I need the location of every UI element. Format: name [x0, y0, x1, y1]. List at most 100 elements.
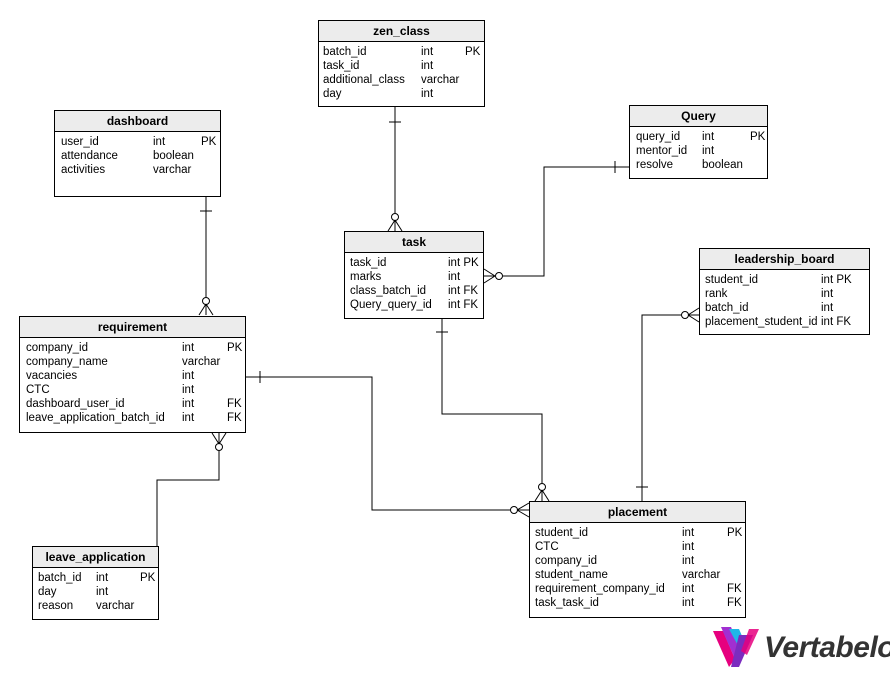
column-type: int — [682, 555, 695, 567]
column-name: student_id — [705, 274, 759, 286]
rel-placement-leadership — [641, 314, 681, 501]
column-type: boolean — [702, 159, 743, 171]
column-row[interactable]: additional_class varchar — [319, 73, 484, 87]
column-key: FK — [227, 412, 242, 424]
column-type: varchar — [682, 569, 721, 581]
column-name: marks — [350, 271, 382, 283]
column-name: task_id — [323, 60, 360, 72]
column-key: PK — [227, 342, 243, 354]
column-row[interactable]: company_id int — [530, 554, 745, 568]
column-type: varchar — [182, 356, 221, 368]
column-name: company_id — [26, 342, 89, 354]
column-name: batch_id — [323, 46, 367, 58]
rel-task-placement — [441, 318, 543, 483]
column-type: int — [682, 597, 695, 609]
column-name: vacancies — [26, 370, 78, 382]
column-row[interactable]: mentor_id int — [630, 144, 767, 158]
brand-name: Vertabelo — [764, 631, 890, 664]
column-type: int PK — [448, 257, 479, 269]
column-key: PK — [140, 572, 156, 584]
column-type: int FK — [448, 299, 479, 311]
entity-title: leave_application — [33, 547, 158, 568]
column-type: int — [682, 583, 695, 595]
column-name: dashboard_user_id — [26, 398, 125, 410]
column-name: user_id — [61, 136, 99, 148]
column-name: placement_student_id — [705, 316, 818, 328]
column-name: CTC — [535, 541, 559, 553]
column-name: batch_id — [38, 572, 82, 584]
column-name: resolve — [636, 159, 674, 171]
column-type: int — [702, 145, 715, 157]
column-name: task_task_id — [535, 597, 599, 609]
column-key: PK — [465, 46, 481, 58]
column-type: int — [702, 131, 715, 143]
column-row[interactable]: user_id int PK — [55, 135, 220, 149]
rel-query-task — [503, 166, 629, 277]
column-type: int — [821, 288, 834, 300]
column-type: varchar — [96, 600, 135, 612]
column-row[interactable]: student_id int PK — [700, 273, 869, 287]
column-row[interactable]: task_id int — [319, 59, 484, 73]
column-type: varchar — [421, 74, 460, 86]
column-row[interactable]: marks int — [345, 270, 483, 284]
rel-requirement-placement — [245, 376, 510, 511]
column-type: int FK — [821, 316, 852, 328]
column-name: company_id — [535, 555, 598, 567]
column-row[interactable]: batch_id int PK — [319, 45, 484, 59]
column-type: int — [421, 88, 434, 100]
column-row[interactable]: resolve boolean — [630, 158, 767, 172]
column-type: int — [448, 271, 461, 283]
column-type: int — [421, 60, 434, 72]
column-name: mentor_id — [636, 145, 688, 157]
column-name: query_id — [636, 131, 681, 143]
vertabelo-logo-icon — [713, 627, 759, 667]
rel-leave-requirement — [156, 451, 220, 546]
column-name: requirement_company_id — [535, 583, 665, 595]
column-key: PK — [201, 136, 217, 148]
column-type: int — [153, 136, 166, 148]
column-type: int PK — [821, 274, 852, 286]
column-type: int — [421, 46, 434, 58]
column-type: int FK — [448, 285, 479, 297]
column-name: additional_class — [323, 74, 405, 86]
entity-title: placement — [530, 502, 745, 523]
